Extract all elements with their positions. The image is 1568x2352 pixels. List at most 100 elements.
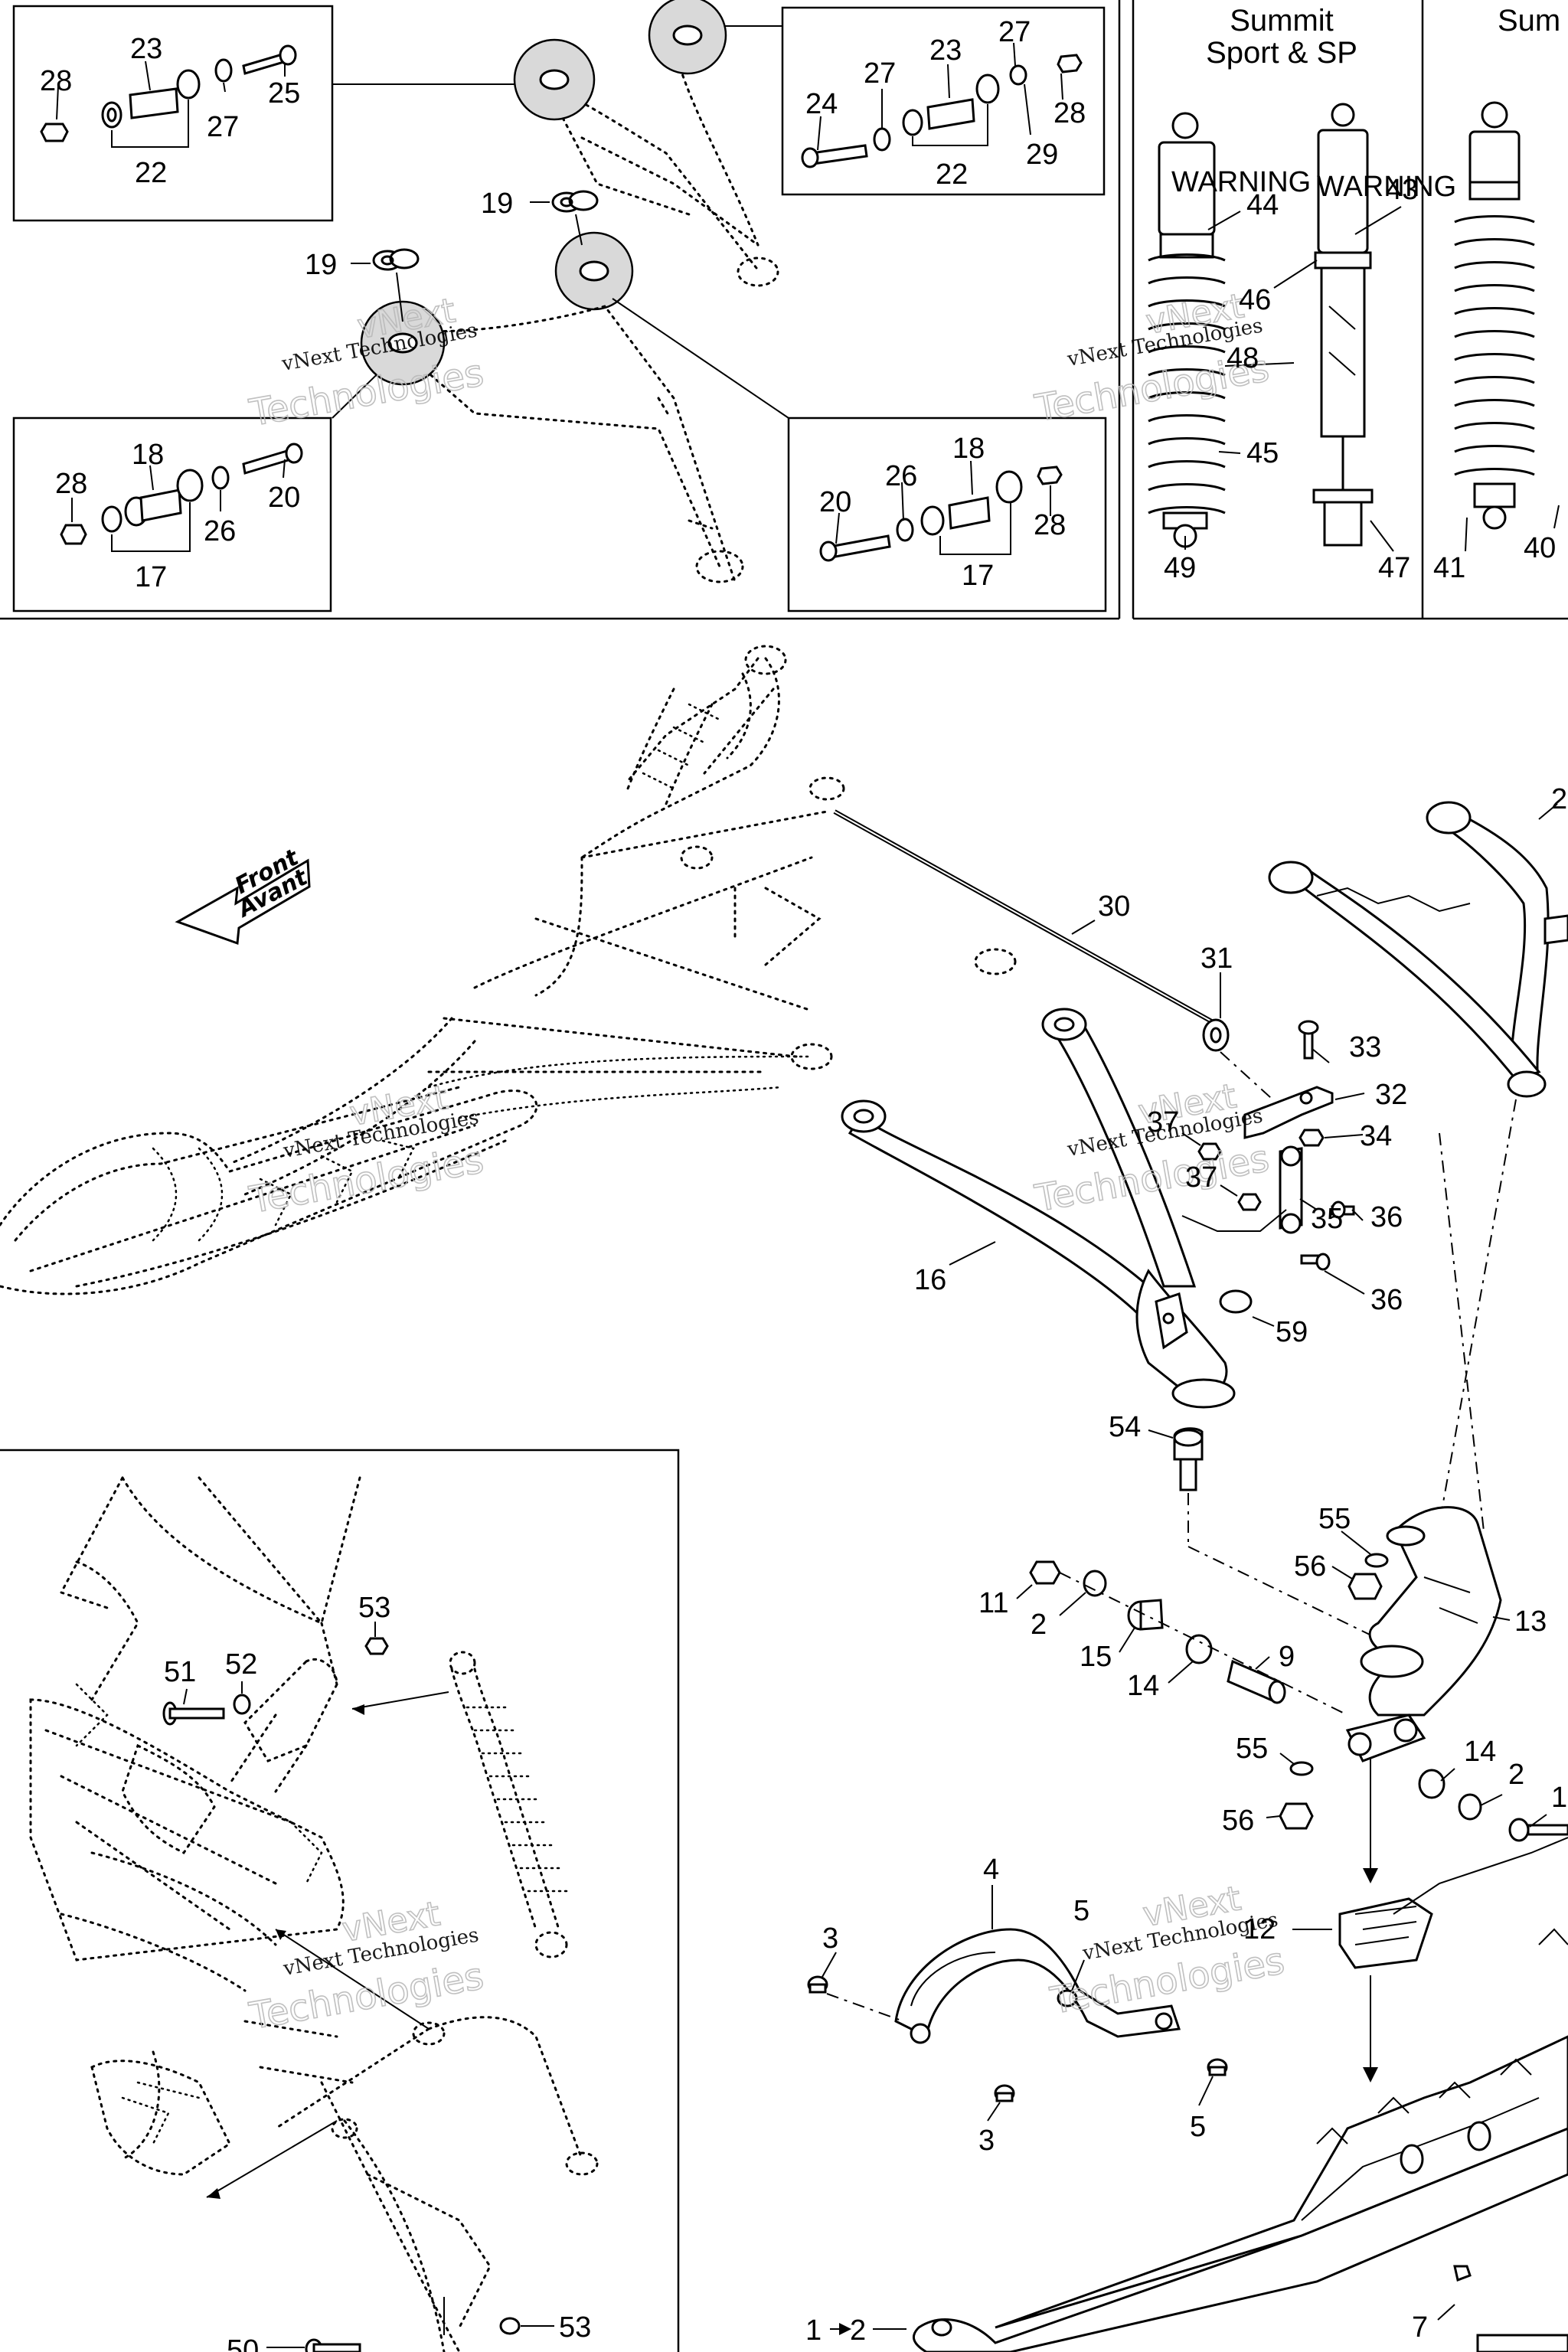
nut-34	[1298, 1129, 1325, 1147]
callout-7: 7	[1412, 2311, 1428, 2344]
detail-box-lower-right	[787, 416, 1107, 612]
callout-4: 4	[983, 1854, 999, 1886]
washer-2b	[1458, 1793, 1482, 1821]
callout-20: 20	[819, 486, 851, 518]
bolt-36	[1300, 1200, 1355, 1271]
watermark-group: vNext Technologies vNext Technologies vN…	[246, 286, 1289, 2038]
callout-25: 25	[268, 77, 300, 109]
callout-54: 54	[1109, 1411, 1141, 1443]
washer-2a	[1083, 1570, 1107, 1597]
washer-19-b	[372, 248, 420, 271]
inset-chassis-dotted	[29, 1476, 599, 2352]
callout-49: 49	[1164, 552, 1196, 584]
callout-2: 2	[850, 2314, 866, 2347]
callout-3: 3	[822, 1922, 838, 1955]
callout-44: 44	[1246, 189, 1279, 221]
callout-17: 17	[962, 560, 994, 592]
ski-dotted-silhouette	[0, 1086, 538, 1295]
callout-5: 5	[1073, 1895, 1089, 1927]
callout-35: 35	[1311, 1203, 1343, 1235]
ski	[912, 1837, 1568, 2352]
callout-3: 3	[978, 2125, 995, 2157]
shock-warning-label-1: WARNING	[1171, 166, 1311, 198]
callout-14: 14	[1127, 1670, 1159, 1702]
callout-51: 51	[164, 1656, 196, 1688]
shock-40-41-coilover	[1454, 101, 1535, 530]
callout-47: 47	[1378, 552, 1410, 584]
shock-warning-label-2: WARNING	[1317, 171, 1456, 203]
bracket-32	[1243, 1086, 1334, 1139]
nut-37	[1197, 1142, 1262, 1211]
inset-arm-bracket-dotted	[228, 1658, 338, 1793]
inset-bolt-51	[162, 1701, 225, 1726]
arrow-to-ski	[1363, 1975, 1378, 2082]
callout-19: 19	[305, 249, 337, 281]
link-35	[1279, 1145, 1303, 1234]
callout-27: 27	[998, 16, 1031, 48]
a-arm-16	[841, 1008, 1236, 1409]
clip-59	[1219, 1289, 1253, 1314]
hardware-stack-upper-right	[801, 54, 1083, 168]
inset-bolt-50	[305, 2338, 361, 2352]
washer-55-upper	[1364, 1553, 1389, 1568]
callout-14: 14	[1464, 1736, 1496, 1768]
callout-55: 55	[1236, 1733, 1268, 1765]
carbide-12	[1338, 1897, 1433, 1969]
summit-header-right: Sum	[1498, 4, 1560, 38]
callout-2: 2	[1031, 1609, 1047, 1641]
hardware-stack-upper-left	[40, 44, 297, 142]
callout-48: 48	[1227, 342, 1259, 374]
shock-44-coilover	[1148, 112, 1226, 548]
callout-46: 46	[1239, 284, 1271, 316]
watermark-outline: Technologies	[246, 1138, 486, 1222]
shock-43-damper	[1312, 103, 1374, 547]
callout-1: 1	[805, 2314, 822, 2347]
callout-16: 16	[914, 1264, 946, 1296]
ski-handle-4	[894, 1928, 1181, 2044]
detail-box-lower-left	[12, 416, 332, 612]
detail-box-upper-left	[12, 5, 334, 222]
callout-28: 28	[1034, 509, 1066, 541]
callout-19: 19	[481, 188, 513, 220]
inset-shock-dotted	[449, 1651, 568, 1958]
callout-36: 36	[1370, 1284, 1403, 1316]
callout-33: 33	[1349, 1031, 1381, 1063]
callout-56: 56	[1222, 1805, 1254, 1837]
nut-56-upper	[1348, 1573, 1383, 1600]
screw-3-bottom	[994, 2084, 1015, 2102]
front-direction-arrow	[175, 858, 311, 946]
callout-31: 31	[1200, 942, 1233, 975]
callout-28: 28	[55, 468, 87, 500]
callout-20: 20	[268, 482, 300, 514]
bolt-1	[1508, 1818, 1568, 1842]
detail-box-upper-right	[781, 6, 1106, 196]
callout-22: 22	[135, 157, 167, 189]
callout-2: 2	[1551, 783, 1567, 815]
callout-18: 18	[952, 433, 985, 465]
screw-3-top	[807, 1975, 828, 1994]
watermark-outline: Technologies	[246, 1955, 486, 2038]
bushing-14a	[1185, 1634, 1213, 1664]
callout-32: 32	[1375, 1079, 1407, 1111]
front-suspension-assembly	[228, 657, 1017, 1196]
callout-5: 5	[1190, 2111, 1206, 2143]
callout-15: 15	[1080, 1641, 1112, 1673]
callout-37: 37	[1185, 1161, 1217, 1194]
callout-27: 27	[864, 57, 896, 90]
callout-17: 17	[135, 561, 167, 593]
screw-5-top	[1057, 1989, 1078, 2007]
callout-28: 28	[40, 65, 72, 97]
callout-27: 27	[207, 111, 239, 143]
callout-56: 56	[1294, 1550, 1326, 1583]
callout-43: 43	[1386, 174, 1418, 206]
callout-2: 2	[1508, 1759, 1524, 1791]
bolt-33	[1298, 1020, 1319, 1060]
sway-bar-30	[833, 809, 1216, 1025]
callout-23: 23	[130, 33, 162, 65]
bushing-31	[1202, 1018, 1230, 1052]
callout-9: 9	[1279, 1641, 1295, 1673]
spindle-13	[1345, 1506, 1502, 1762]
bushing-14b	[1418, 1769, 1446, 1799]
callout-59: 59	[1276, 1316, 1308, 1348]
